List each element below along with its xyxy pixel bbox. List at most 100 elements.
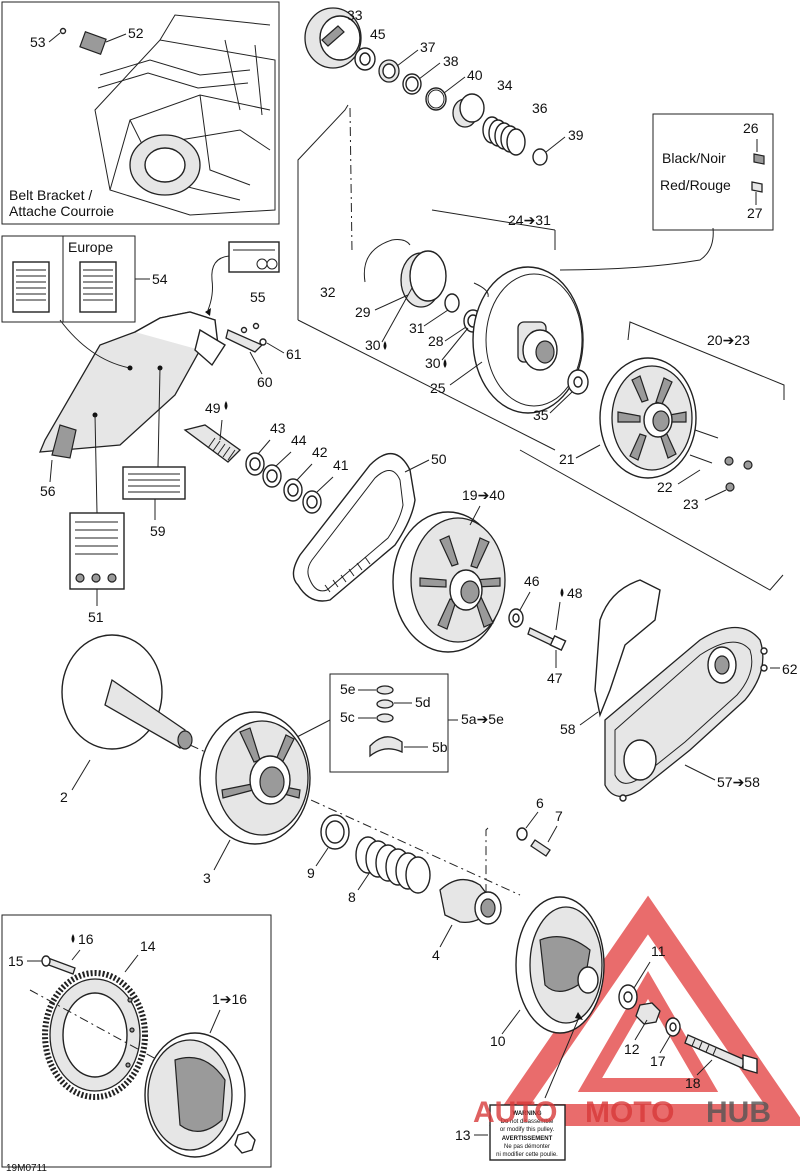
callout-46: 46 (524, 573, 540, 589)
driven-shaft-parts: 49 43 44 42 41 (183, 400, 349, 514)
callout-50: 50 (431, 451, 447, 467)
callout-42: 42 (312, 444, 328, 460)
watermark-part1: AUTO (473, 1096, 557, 1129)
callout-12: 12 (624, 1041, 640, 1057)
drive-belt: 50 (292, 451, 447, 602)
callout-54: 54 (152, 271, 168, 287)
callout-11: 11 (651, 943, 666, 959)
callout-13: 13 (455, 1127, 471, 1143)
black-bolt-label: Black/Noir (662, 150, 726, 166)
callout-25: 25 (430, 380, 446, 396)
warning-decal-line4: ni modifier cette poulie. (496, 1152, 558, 1158)
callout-14: 14 (140, 938, 156, 954)
callout-22: 22 (657, 479, 673, 495)
callout-16: 16 (78, 931, 94, 947)
callout-40: 40 (467, 67, 483, 83)
callout-39: 39 (568, 127, 584, 143)
black-bolt-icon (753, 153, 765, 165)
callout-6: 6 (536, 795, 544, 811)
drop-icon (224, 401, 228, 410)
callout-23: 23 (683, 496, 699, 512)
callout-5a-5e: 5a➔5e (461, 711, 504, 727)
callout-44: 44 (291, 432, 307, 448)
callout-2: 2 (60, 789, 68, 805)
callout-5b: 5b (432, 739, 448, 755)
callout-59: 59 (150, 523, 166, 539)
callout-61: 61 (286, 346, 302, 362)
callout-10: 10 (490, 1033, 506, 1049)
red-bolt-label: Red/Rouge (660, 177, 731, 193)
decal-icon (122, 466, 186, 500)
callout-5d: 5d (415, 694, 431, 710)
callout-60: 60 (257, 374, 273, 390)
callout-43: 43 (270, 420, 286, 436)
callout-55: 55 (250, 289, 266, 305)
red-bolt-icon (751, 181, 763, 193)
driven-pulley-assembly: 19➔40 46 47 48 (392, 487, 583, 686)
decal-icon (228, 241, 280, 273)
callout-21: 21 (559, 451, 575, 467)
watermark-part2: MOTO (585, 1096, 674, 1129)
callout-45: 45 (370, 26, 386, 42)
callout-1-16: 1➔16 (212, 991, 247, 1007)
callout-9: 9 (307, 865, 315, 881)
callout-17: 17 (650, 1053, 666, 1069)
ring-gear-inset: 14 15 16 1➔16 (1, 914, 272, 1168)
callout-36: 36 (532, 100, 548, 116)
group-bracket-24-31: 24➔31 (297, 104, 714, 451)
watermark-text: AUTO MOTO HUB (473, 1096, 771, 1129)
callout-24-31: 24➔31 (508, 212, 551, 228)
callout-33: 33 (347, 7, 363, 23)
callout-15: 15 (8, 953, 24, 969)
callout-18: 18 (685, 1075, 701, 1091)
callout-38: 38 (443, 53, 459, 69)
callout-49: 49 (205, 400, 221, 416)
cvt-cover: 58 62 57➔58 (560, 579, 798, 802)
callout-29: 29 (355, 304, 371, 320)
callout-26: 26 (743, 120, 759, 136)
watermark-part3: HUB (706, 1096, 771, 1129)
belt-guard-parts: 55 60 61 56 59 (38, 241, 302, 625)
callout-31: 31 (409, 320, 425, 336)
callout-30a: 30 (365, 337, 381, 353)
secondary-pulley-parts: 32 29 31 30 28 30 25 35 (320, 239, 785, 591)
warning-decal-title-fr: AVERTISSEMENT (502, 1136, 553, 1142)
europe-label: Europe (68, 239, 113, 255)
callout-47: 47 (547, 670, 563, 686)
callout-32: 32 (320, 284, 336, 300)
warning-decal-line2: or modify this pulley. (500, 1127, 555, 1133)
drop-icon (71, 934, 75, 943)
europe-decal-inset: Europe 54 (1, 235, 168, 323)
drop-icon (560, 588, 564, 597)
callout-62: 62 (782, 661, 798, 677)
drop-icon (443, 359, 447, 368)
warning-decal-line3: Ne pas démonter (504, 1144, 550, 1150)
callout-27: 27 (747, 205, 763, 221)
figure-code: 19M0711 (6, 1163, 47, 1174)
belt-bracket-label-line1: Belt Bracket / (9, 187, 92, 203)
callout-5e: 5e (340, 681, 356, 697)
callout-57-58: 57➔58 (717, 774, 760, 790)
callout-51: 51 (88, 609, 104, 625)
callout-4: 4 (432, 947, 440, 963)
callout-52: 52 (128, 25, 144, 41)
callout-30b: 30 (425, 355, 441, 371)
warning-decal-title: WARNING (513, 1111, 542, 1117)
callout-7: 7 (555, 808, 563, 824)
callout-8: 8 (348, 889, 356, 905)
driven-pulley-parts: 33 45 37 38 40 34 36 3 (304, 7, 584, 253)
callout-56: 56 (40, 483, 56, 499)
callout-28: 28 (428, 333, 444, 349)
warning-decal (489, 1104, 566, 1161)
drop-icon (383, 341, 387, 350)
callout-58: 58 (560, 721, 576, 737)
drive-pulley-parts: 2 3 9 8 6 (60, 634, 758, 1161)
belt-bracket-label-line2: Attache Courroie (9, 203, 114, 219)
callout-53: 53 (30, 34, 46, 50)
callout-35: 35 (533, 407, 549, 423)
callout-34: 34 (497, 77, 513, 93)
belt-bracket-inset: Belt Bracket / Attache Courroie 52 53 (1, 1, 280, 225)
callout-20-23: 20➔23 (707, 332, 750, 348)
warning-decal-line1: Do not disassemble (501, 1119, 554, 1125)
